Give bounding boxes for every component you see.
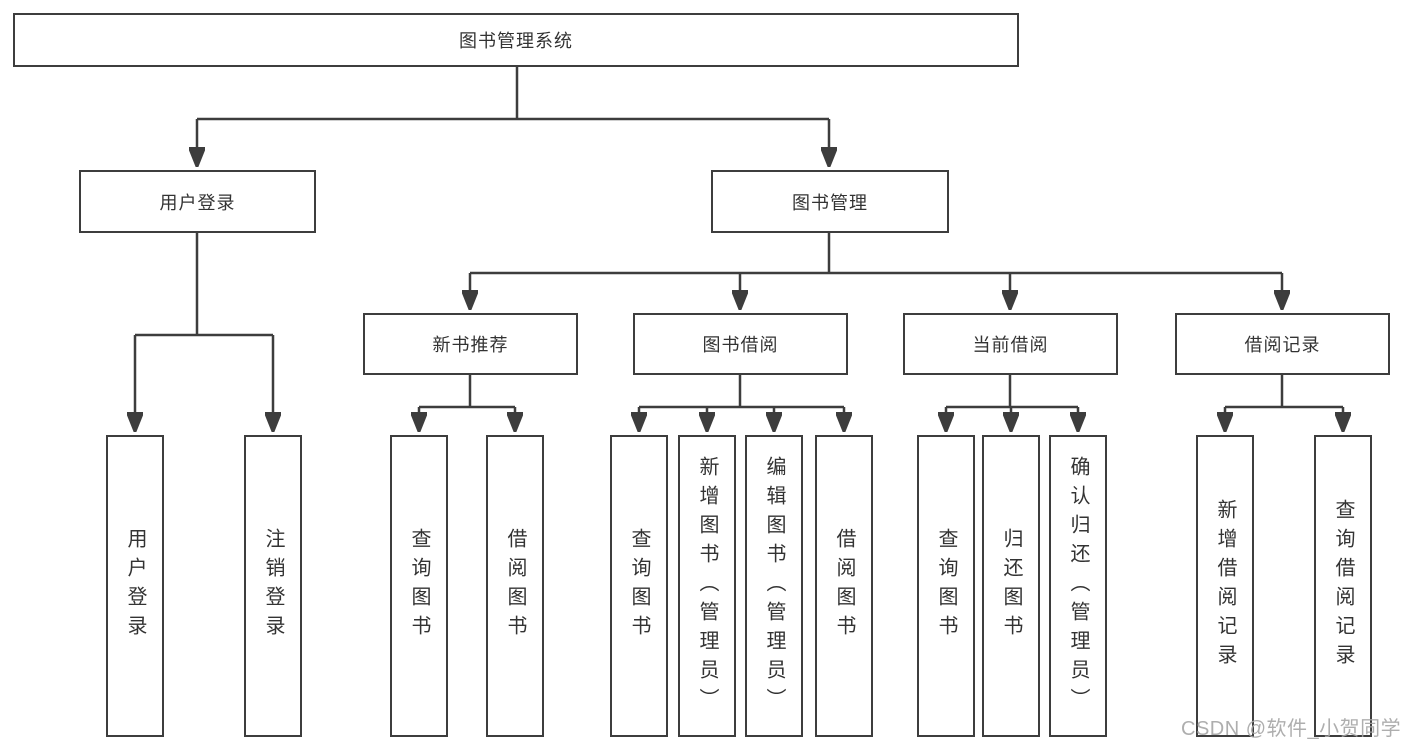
node-current-borrowing: 当前借阅 (903, 313, 1118, 375)
leaf-query-books-current: 查询图书 (917, 435, 975, 737)
node-user-login-group: 用户登录 (79, 170, 316, 233)
leaf-add-borrow-record: 新增借阅记录 (1196, 435, 1254, 737)
leaf-logout: 注销登录 (244, 435, 302, 737)
leaf-add-book-admin: 新增图书（管理员） (678, 435, 736, 737)
leaf-borrow-books-borrowing: 借阅图书 (815, 435, 873, 737)
node-new-book-recommend: 新书推荐 (363, 313, 578, 375)
node-book-borrowing: 图书借阅 (633, 313, 848, 375)
leaf-return-books: 归还图书 (982, 435, 1040, 737)
node-root-library-system: 图书管理系统 (13, 13, 1019, 67)
leaf-edit-book-admin: 编辑图书（管理员） (745, 435, 803, 737)
leaf-query-borrow-record: 查询借阅记录 (1314, 435, 1372, 737)
leaf-borrow-books-recommend: 借阅图书 (486, 435, 544, 737)
leaf-query-books-recommend: 查询图书 (390, 435, 448, 737)
node-book-management: 图书管理 (711, 170, 949, 233)
csdn-watermark: CSDN @软件_小贺同学 (1181, 718, 1402, 740)
leaf-confirm-return-admin: 确认归还（管理员） (1049, 435, 1107, 737)
leaf-query-books-borrowing: 查询图书 (610, 435, 668, 737)
node-borrow-records: 借阅记录 (1175, 313, 1390, 375)
leaf-user-login: 用户登录 (106, 435, 164, 737)
